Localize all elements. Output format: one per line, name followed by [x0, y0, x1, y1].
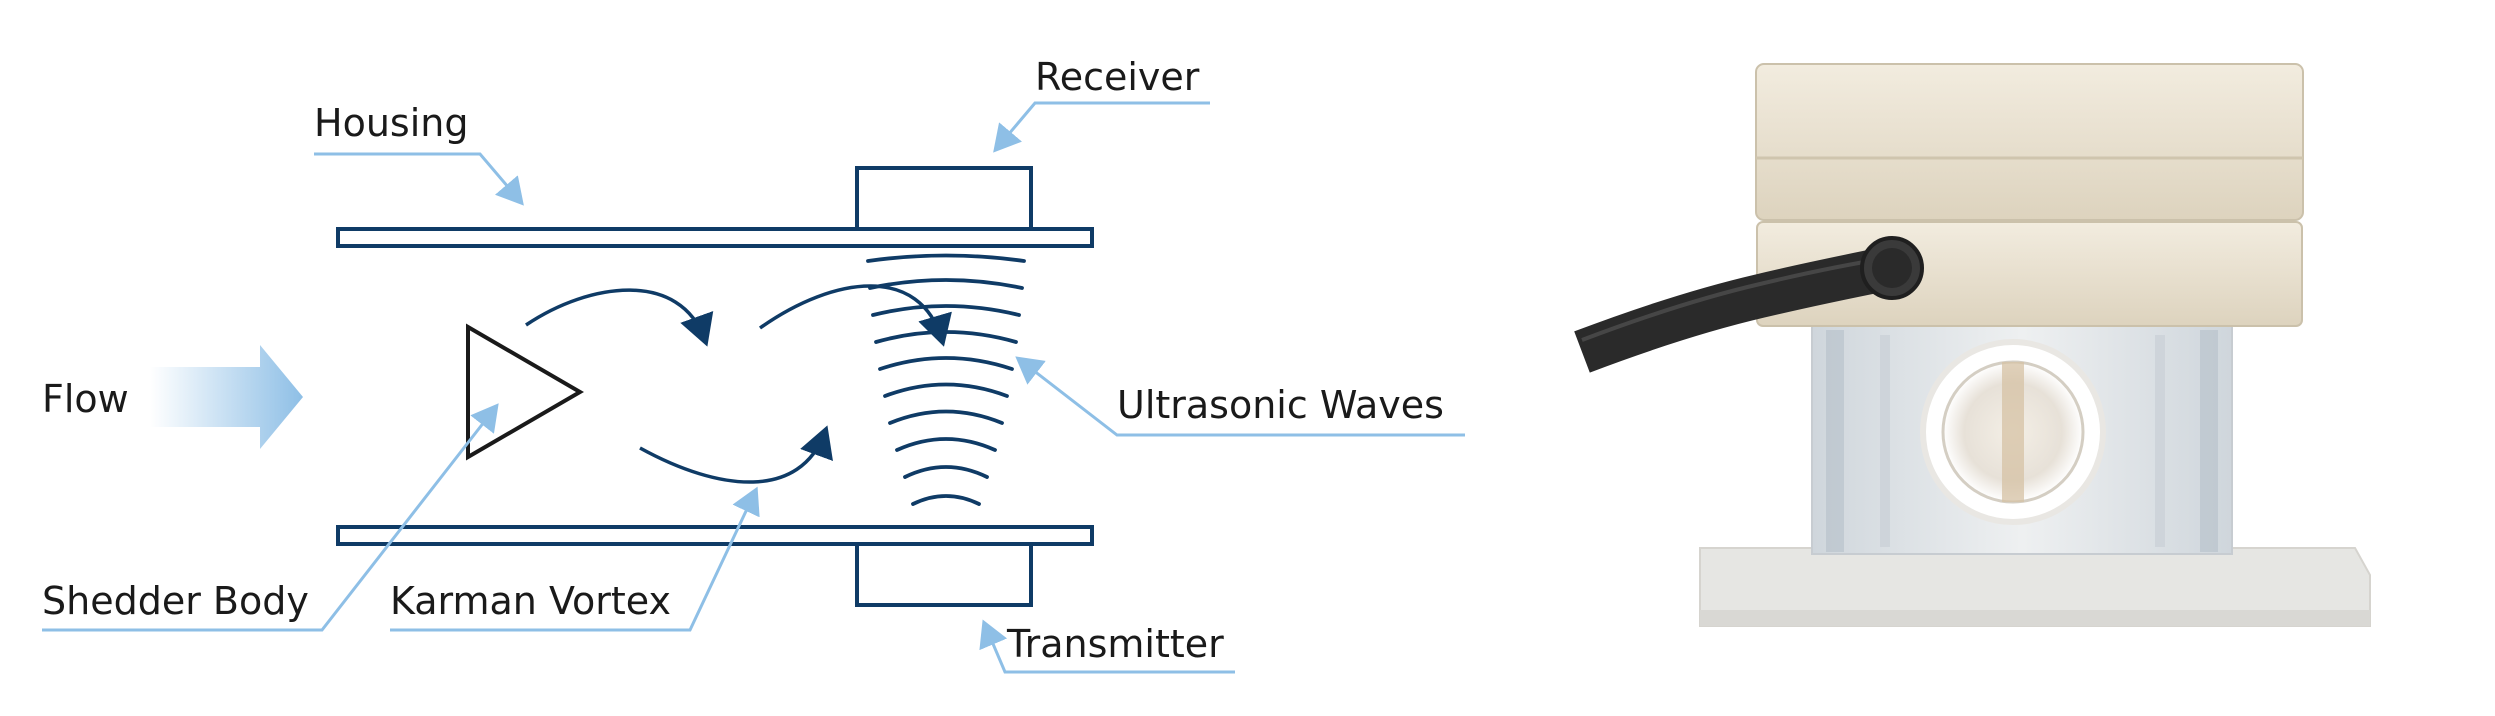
wave-arc	[903, 465, 989, 479]
vortex-arrow-upper-1	[525, 288, 714, 347]
sensor-body-post-right	[2200, 330, 2218, 552]
receiver-block	[855, 166, 1033, 231]
diagram: Flow	[42, 55, 1465, 674]
ultrasonic-waves	[866, 253, 1026, 506]
vortex-arrow-lower	[639, 425, 833, 484]
shedder-leader	[42, 403, 499, 632]
housing-bottom-wall	[336, 525, 1094, 546]
flow-arrow	[150, 345, 303, 449]
housing-label: Housing	[314, 101, 468, 145]
sensor-cable-highlight	[1581, 256, 1889, 342]
sensor-cable	[1574, 246, 1895, 373]
sensor-cap-upper	[1755, 63, 2304, 221]
receiver-leader	[993, 101, 1210, 153]
sensor-body-post-mid-right	[2155, 335, 2165, 547]
sensor-body-post-left	[1826, 330, 1844, 552]
housing-top-wall	[336, 227, 1094, 248]
transmitter-leader	[979, 619, 1235, 674]
wave-arc	[866, 253, 1026, 263]
transmitter-block	[855, 542, 1033, 607]
ultrasonic-waves-label: Ultrasonic Waves	[1117, 383, 1444, 427]
flow-label: Flow	[42, 377, 129, 421]
sensor-base-shadow	[1700, 610, 2370, 626]
wave-arc	[868, 278, 1024, 290]
shedder-body-label: Shedder Body	[42, 579, 309, 623]
sensor-photo	[1574, 63, 2371, 627]
ultrasonic-leader	[1015, 356, 1465, 437]
wave-arc	[871, 304, 1021, 317]
wave-arc	[874, 330, 1018, 344]
sensor-body-post-mid-left	[1880, 335, 1890, 547]
wave-arc	[911, 494, 981, 506]
housing-leader	[314, 152, 524, 206]
karman-leader	[390, 486, 760, 632]
sensor-cable-gland-inner	[1872, 248, 1912, 288]
karman-vortex-label: Karman Vortex	[390, 579, 671, 623]
receiver-label: Receiver	[1035, 55, 1200, 99]
wave-arc	[878, 356, 1014, 371]
shedder-body	[466, 323, 584, 461]
wave-arc	[895, 437, 997, 452]
sensor-shedder-bar	[2002, 362, 2024, 502]
transmitter-label: Transmitter	[1006, 622, 1224, 666]
leader-lines	[42, 101, 1465, 674]
wave-arc	[883, 382, 1009, 398]
vortex-arrow-upper-2	[758, 284, 952, 347]
wave-arc	[888, 409, 1004, 425]
